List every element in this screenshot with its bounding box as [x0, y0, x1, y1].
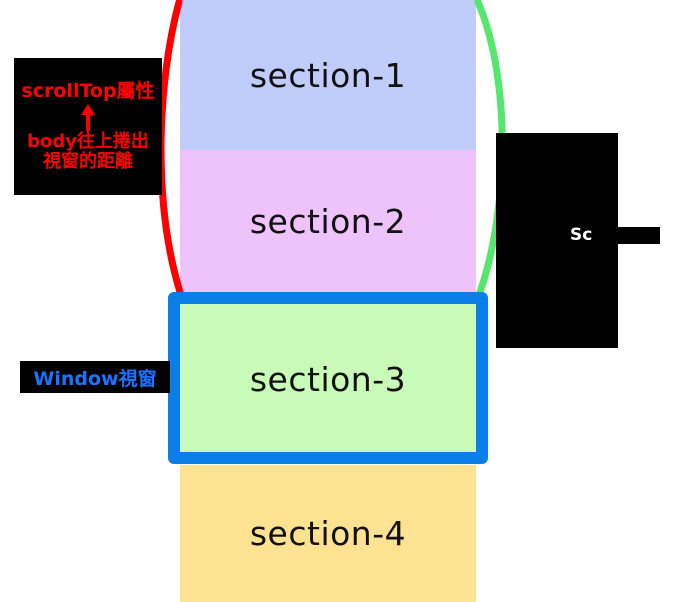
window-label-annotation: Window視窗 [20, 361, 170, 393]
section-4-label: section-4 [249, 514, 407, 553]
left-red-arc [157, 0, 184, 296]
scrolltop-title: scrollTop屬性 [21, 79, 155, 102]
redaction-bar [592, 227, 660, 244]
scrolltop-desc-line2: 視窗的距離 [43, 151, 133, 173]
scrolltop-desc-line1: body往上捲出 [27, 130, 149, 152]
window-viewport-frame [168, 292, 488, 464]
arrow-up-icon [81, 103, 95, 131]
section-4-block: section-4 [180, 465, 476, 602]
window-label-text: Window視窗 [33, 367, 157, 390]
section-1-label: section-1 [249, 55, 407, 95]
section-3-block: section-3 [180, 303, 476, 455]
right-scroll-annotation: Scroll [496, 133, 660, 348]
section-2-label: section-2 [249, 202, 407, 241]
section-1-block: section-1 [180, 0, 476, 150]
section-2-block: section-2 [180, 150, 476, 293]
scrolltop-annotation: scrollTop屬性 body往上捲出 視窗的距離 [14, 58, 162, 195]
section-3-label: section-3 [249, 359, 407, 399]
